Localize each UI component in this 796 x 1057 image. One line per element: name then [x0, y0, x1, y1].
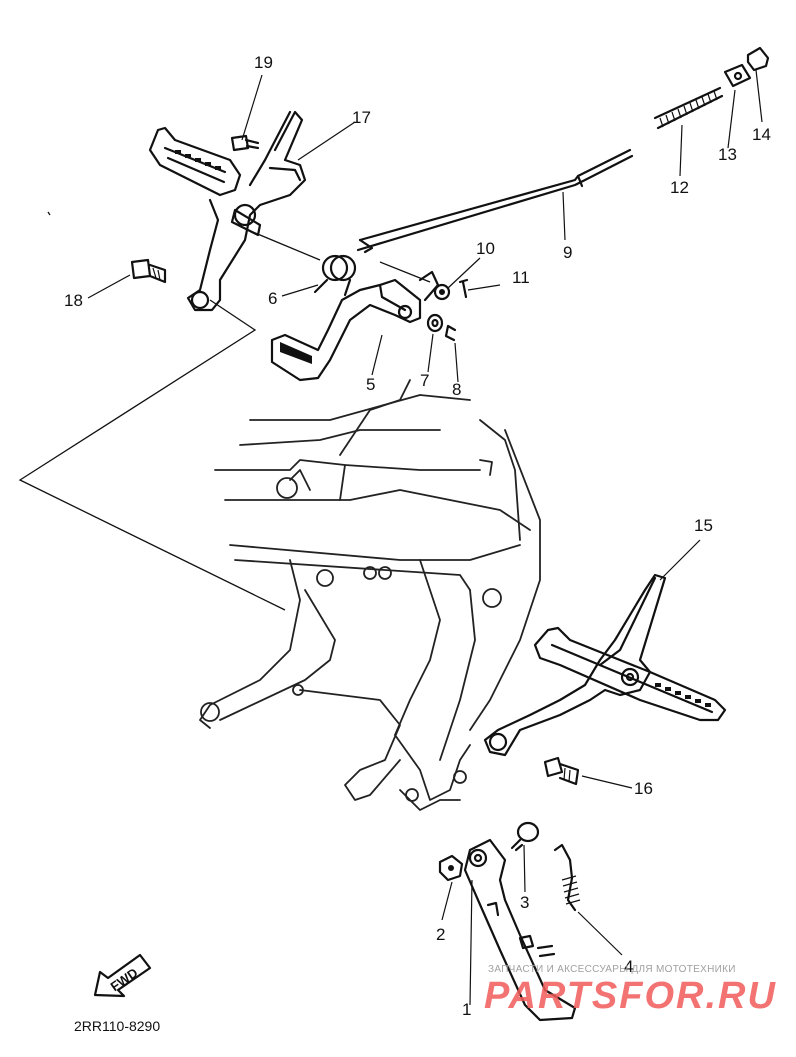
- callout-14: 14: [752, 125, 771, 144]
- callout-9: 9: [563, 243, 572, 262]
- callout-8: 8: [452, 380, 461, 399]
- callout-1: 1: [462, 1000, 471, 1019]
- callout-16: 16: [634, 779, 653, 798]
- adjuster-13: [723, 63, 752, 88]
- callout-3: 3: [520, 893, 529, 912]
- washer-10: [433, 283, 451, 301]
- left-footrest-assembly: [148, 110, 307, 312]
- right-peg-tread-marks: [655, 683, 711, 707]
- return-spring-6: [313, 254, 357, 297]
- callout-7: 7: [420, 371, 429, 390]
- brake-rod-9: [356, 148, 634, 254]
- motorcycle-frame: [199, 379, 541, 811]
- adjuster-nut-14: [746, 46, 770, 72]
- callout-13: 13: [718, 145, 737, 164]
- brake-pedal-5: [270, 270, 440, 382]
- sidestand-spring-4: [553, 843, 581, 912]
- callout-18: 18: [64, 291, 83, 310]
- clip-8: [444, 324, 457, 342]
- callout-19: 19: [254, 53, 273, 72]
- callout-labels: 1 2 3 4 5 6 7 8 9 10 11 12 13 14 15 16 1…: [64, 53, 771, 1019]
- cotter-pin-11: [458, 278, 469, 299]
- pivot-bolt-3: [510, 821, 540, 852]
- callout-15: 15: [694, 516, 713, 535]
- left-peg-tread-marks: [175, 150, 221, 170]
- watermark-tagline: ЗАПЧАСТИ И АКСЕССУАРЫ ДЛЯ МОТОТЕХНИКИ: [488, 964, 736, 975]
- bolt-19: [230, 134, 260, 152]
- bolt-16: [543, 756, 580, 786]
- callout-leaders: [87, 69, 763, 1006]
- callout-12: 12: [670, 178, 689, 197]
- callout-2: 2: [436, 925, 445, 944]
- watermark-logo: PARTSFOR.RU: [484, 975, 777, 1017]
- right-footrest-assembly: [483, 573, 727, 757]
- nut-2: [438, 854, 464, 882]
- drawing-code: 2RR110-8290: [74, 1018, 160, 1034]
- fwd-arrow-icon: FWD: [93, 953, 152, 998]
- callout-4: 4: [624, 957, 633, 976]
- fwd-label: FWD: [108, 965, 141, 994]
- callout-11: 11: [512, 268, 530, 287]
- callout-5: 5: [366, 375, 375, 394]
- callout-17: 17: [352, 108, 371, 127]
- bolt-18: [130, 258, 167, 284]
- callout-6: 6: [268, 289, 277, 308]
- washer-7: [426, 313, 444, 333]
- sidestand-1: [463, 838, 577, 1022]
- callout-10: 10: [476, 239, 495, 258]
- watermark: ЗАПЧАСТИ И АКСЕССУАРЫ ДЛЯ МОТОТЕХНИКИ PA…: [484, 964, 777, 1017]
- spring-12: [653, 86, 724, 130]
